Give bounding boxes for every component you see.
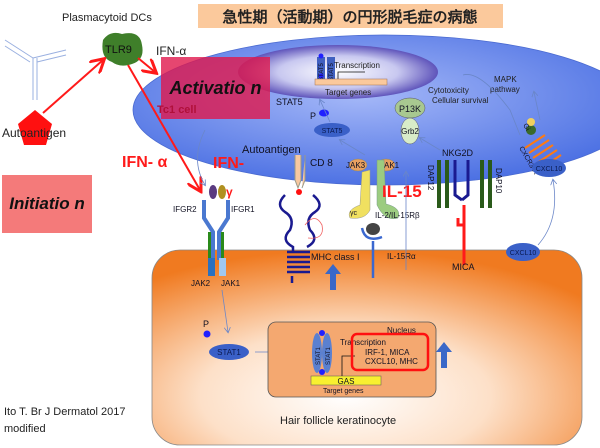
- upregulation-arrow-icon: [325, 264, 341, 290]
- nkg2d-receptor-icon: [437, 160, 492, 208]
- il15-ligand-icon: [366, 223, 380, 235]
- ifgr2-label: IFGR2: [173, 205, 197, 214]
- il15ra-label: IL-15Rα: [387, 252, 416, 261]
- initiation-label: Initiatio n: [9, 194, 85, 214]
- genes-line1: IRF-1, MICA: [365, 348, 410, 357]
- title-box: [198, 4, 503, 28]
- cxcl10-top-oval: [532, 159, 566, 177]
- stat5-dimer-label: STAT5: [329, 63, 335, 81]
- stat5-oval-label: STAT5: [322, 128, 343, 135]
- keratinocyte-label: Hair follicle keratinocyte: [280, 415, 396, 427]
- gas-label: GAS: [338, 377, 355, 386]
- pi3k-label: P13K: [399, 104, 421, 114]
- stat5-oval: [314, 123, 350, 137]
- stat1-dimer-label: STAT1: [316, 347, 322, 365]
- activation-label: Activatio n: [169, 77, 262, 98]
- mica-icon: [456, 205, 466, 265]
- autoantigen-mid-label: Autoantigen: [242, 144, 301, 156]
- mica-label: MICA: [452, 262, 475, 272]
- dap12-label: DAP12: [426, 165, 435, 191]
- pdc-label: Plasmacytoid DCs: [62, 12, 152, 24]
- grb2-label: Grb2: [401, 127, 419, 136]
- cd8-icon: [294, 155, 306, 190]
- genes-line2: CXCL10, MHC: [365, 357, 418, 366]
- stat1-dimer-label: STAT1: [326, 347, 332, 365]
- gi-protein-icon: [526, 125, 536, 135]
- target-genes-label: Target genes: [325, 88, 371, 97]
- jak2-icon: [208, 258, 215, 276]
- survival-label: Cellular survival: [432, 96, 489, 105]
- stat5-label: STAT5: [276, 97, 303, 107]
- stat1-oval: [209, 344, 249, 360]
- antibody-icon: [4, 39, 67, 100]
- ifgr1-label: IFGR1: [231, 205, 255, 214]
- il15-label: IL-15: [382, 182, 422, 201]
- ifn-gamma-label: IFN-: [213, 155, 244, 172]
- initiation-box: Initiatio n: [2, 175, 92, 233]
- stat5-dimer-label: STAT5: [319, 63, 325, 81]
- mhc-membrane-coil-icon: [287, 250, 310, 283]
- autoantigen-pentagon-icon: [18, 110, 52, 145]
- tc1-cell-label: Tc1 cell: [157, 104, 197, 116]
- il15ra-icon: [360, 227, 383, 278]
- arrow-tlr9-activation: [137, 57, 155, 72]
- arrow-tlr9-ifgr: [127, 64, 200, 190]
- gi-label: Gi: [521, 123, 531, 133]
- cxcl10-bottom-label: CXCL10: [510, 250, 537, 257]
- mhc-class-i-icon: [278, 194, 321, 253]
- jak1-icon: [219, 258, 226, 276]
- cxcl10-top-label: CXCL10: [536, 166, 563, 173]
- phospho-label: P: [310, 111, 316, 121]
- tlr9-cell-icon: [102, 32, 143, 66]
- mhc-class-i-label: MHC class I: [311, 252, 360, 262]
- cd8-label: CD 8: [310, 158, 333, 169]
- page-title: 急性期（活動期）の円形脱毛症の病態: [222, 8, 477, 26]
- citation-line1: Ito T. Br J Dermatol 2017: [4, 406, 125, 418]
- citation-line2: modified: [4, 423, 46, 435]
- gamma-c-chain-icon: [348, 169, 371, 219]
- jak3-label: JAK3: [346, 161, 366, 170]
- transcription-label: Transcription: [334, 61, 380, 70]
- ifn-alpha-label: IFN- α: [122, 154, 168, 171]
- dap10-label: DAP10: [494, 168, 503, 194]
- il2-il15rb-chain-icon: [376, 159, 399, 219]
- nucleus-label: Nucleus: [387, 326, 416, 335]
- ifn-alpha-top-label: IFN-α: [156, 44, 186, 58]
- gas-box: [310, 375, 382, 386]
- nkg2d-label: NKG2D: [442, 148, 474, 158]
- cytotoxicity-label: Cytotoxicity: [428, 86, 469, 95]
- upregulation-arrow-icon: [436, 342, 452, 368]
- jak1-top-label: JAK1: [380, 161, 400, 170]
- target-genes-bar: [314, 78, 388, 86]
- jak1-bottom-label: JAK1: [221, 279, 241, 288]
- target-genes-highlight-box: [350, 332, 430, 372]
- mapk-label: MAPK: [494, 75, 517, 84]
- gamma-c-label: γc: [350, 210, 358, 217]
- phospho-bottom-label: P: [203, 319, 209, 329]
- mapk-pathway-label: pathway: [490, 85, 520, 94]
- tlr9-label: TLR9: [105, 44, 132, 56]
- gamma-symbol: γ: [226, 185, 233, 199]
- jak2-label: JAK2: [191, 279, 211, 288]
- autoantigen-label: Autoantigen: [2, 126, 66, 140]
- transcription-bottom-label: Transcription: [340, 338, 386, 347]
- grb2-icon: [400, 117, 420, 145]
- target-genes-bottom-label: Target genes: [323, 388, 364, 395]
- arrow-antigen-tlr9: [42, 60, 103, 114]
- il2-il15rb-label: IL-2/IL-15Rβ: [375, 211, 420, 220]
- cxcl10-bottom-oval: [506, 243, 540, 261]
- activation-box: Activatio n: [161, 57, 270, 119]
- stat1-label: STAT1: [217, 348, 241, 357]
- ifgr-receptor-icon: [202, 200, 230, 260]
